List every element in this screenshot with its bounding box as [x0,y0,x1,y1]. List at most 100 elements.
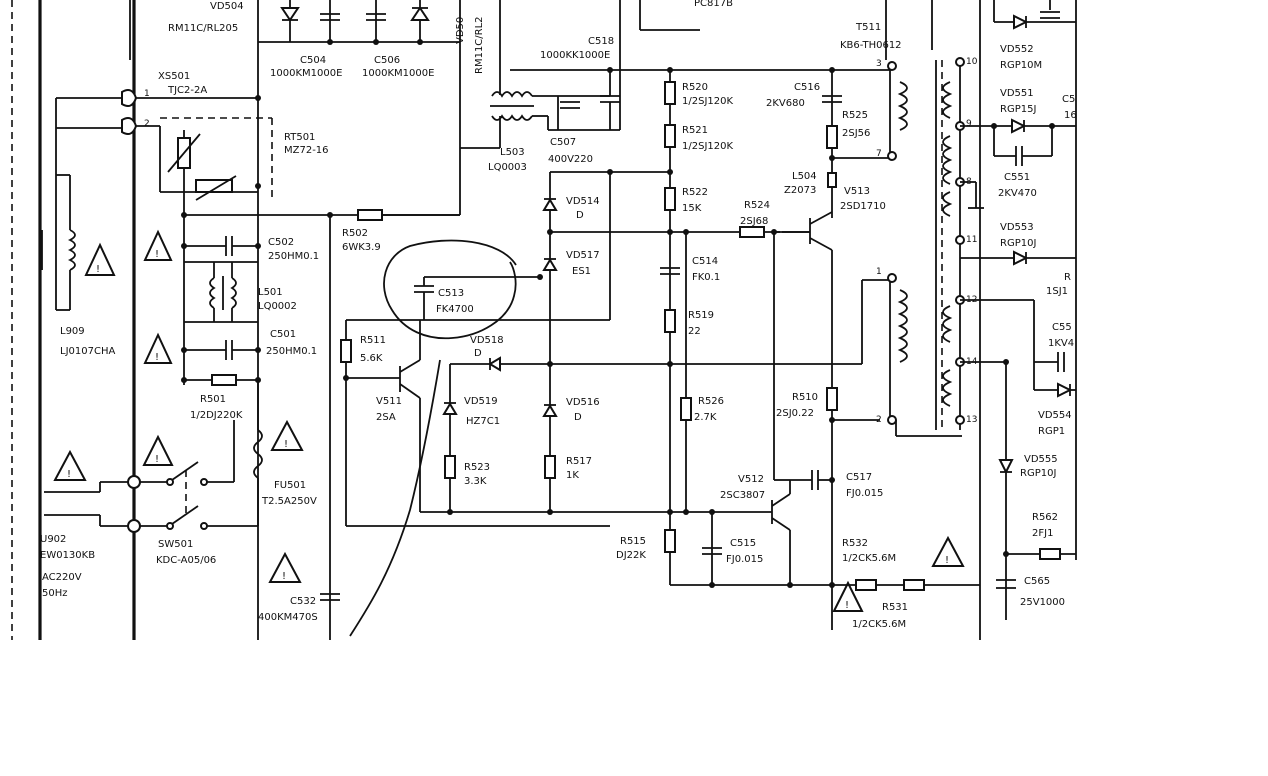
r526-value: 2.7K [694,412,717,423]
c516-name: C516 [794,82,820,93]
l909-value: LJ0107CHA [60,346,115,357]
c513-value: FK4700 [436,304,474,315]
c502-value: 250HM0.1 [268,251,319,262]
r523-name: R523 [464,462,490,473]
c532-r502: C532 400KM470S R502 6WK3.9 [258,209,460,640]
vd517-value: ES1 [572,266,591,277]
connector-xs501: 1 2 XS501 TJC2-2A [55,71,273,200]
svg-text:!: ! [845,600,849,611]
warning-triangle-icon: ! [143,229,173,261]
svg-text:!: ! [155,352,159,363]
r522-value: 15K [682,203,702,214]
warning-triangle-icon: ! [143,332,173,364]
warning-triangle-icon: ! [832,580,864,612]
c518-value: 1000KK1000E [540,50,610,61]
warning-triangle-icon: ! [270,419,304,451]
sw501-name: SW501 [158,539,193,550]
r562-value: 2FJ1 [1032,528,1053,539]
r521-name: R521 [682,125,708,136]
c551-name: C551 [1004,172,1030,183]
c515-name: C515 [730,538,756,549]
secondary-side: VD552 RGP10M VD551 RGP15J C551 2KV470 VD… [960,0,1077,640]
c551-value: 2KV470 [998,188,1037,199]
edge-c5-top: C5 [1062,94,1075,105]
t511-pin-7: 7 [876,149,882,159]
c513-annotation: C513 FK4700 [349,239,543,637]
vd517-name: VD517 [566,250,600,261]
r524-name: R524 [744,200,770,211]
r532-name: R532 [842,538,868,549]
edge-c55-value: 1KV4 [1048,338,1074,349]
l503-value: LQ0003 [488,162,527,173]
warning-triangle-icon: ! [268,551,302,583]
c516-value: 2KV680 [766,98,805,109]
fu501-name: FU501 [274,480,306,491]
r510-name: R510 [792,392,818,403]
c518-name: C518 [588,36,614,47]
edge-vd554-name: VD554 [1038,410,1072,421]
c532-value: 400KM470S [258,612,318,623]
vd553-value: RGP10J [1000,238,1036,249]
xs501-pin2: 2 [144,119,150,129]
vd516-value: D [574,412,582,423]
vd519-value: HZ7C1 [466,416,500,427]
warning-triangles: ! ! ! ! ! ! ! ! [53,229,965,612]
vd555-value: RGP10J [1020,468,1056,479]
u902-value: EW0130KB [40,550,95,561]
r517-value: 1K [566,470,579,481]
r510-value: 2SJ0.22 [776,408,814,419]
warning-triangle-icon: ! [84,242,116,276]
xs501-value: TJC2-2A [167,85,207,96]
l504-value: Z2073 [784,185,816,196]
hand-drawn-circle [383,239,517,340]
r523-value: 3.3K [464,476,487,487]
ac-frequency: 50Hz [42,588,68,599]
r501-name: R501 [200,394,226,405]
c504-value: 1000KM1000E [270,68,342,79]
vd514-name: VD514 [566,196,600,207]
vd518-value: D [474,348,482,359]
r526-name: R526 [698,396,724,407]
top-partial-components: VD504 RM11C/RL205 PC817B VD50 RM11C/RL2 [168,0,733,640]
c565-name: C565 [1024,576,1050,587]
edge-clipped-labels: C5 16 R 1SJ1 C55 1KV4 VD554 RGP1 [1038,94,1077,437]
xs501-name: XS501 [158,71,190,82]
c506-name: C506 [374,55,400,66]
rm11-vertical-label: RM11C/RL2 [474,16,485,74]
rt501-name: RT501 [284,132,315,143]
r519-name: R519 [688,310,714,321]
edge-r5-value: 1SJ1 [1046,286,1068,297]
r520-name: R520 [682,82,708,93]
v511-name: V511 [376,396,402,407]
r501-value: 1/2DJ220K [190,410,243,421]
edge-r5-name: R [1064,272,1071,283]
xs501-pin1: 1 [144,89,150,99]
t511-pin-10: 10 [966,57,978,67]
middle-diodes: VD514 D VD517 ES1 VD516 D R517 1K [542,169,670,512]
hand-drawn-stroke [349,359,441,637]
r517-name: R517 [566,456,592,467]
c565-value: 25V1000 [1020,597,1065,608]
c501-name: C501 [270,329,296,340]
ac-voltage: AC220V [42,572,82,583]
r531-name: R531 [882,602,908,613]
c515-value: FJ0.015 [726,554,763,565]
warning-triangle-icon: ! [931,535,965,567]
c514-value: FK0.1 [692,272,720,283]
t511-pin-2: 2 [876,415,882,425]
rt501-value: MZ72-16 [284,145,329,156]
svg-text:!: ! [945,555,949,566]
left-rails [11,0,136,640]
vd552-name: VD552 [1000,44,1034,55]
l504-name: L504 [792,171,817,182]
l501-value: LQ0002 [258,301,297,312]
t511-value: KB6-TH0612 [840,40,902,51]
thermistor-rt501: RT501 MZ72-16 [159,126,329,201]
vd552-value: RGP10M [1000,60,1042,71]
v513-value: 2SD1710 [840,201,886,212]
vd551-value: RGP15J [1000,104,1036,115]
c514-name: C514 [692,256,718,267]
v512-name: V512 [738,474,764,485]
